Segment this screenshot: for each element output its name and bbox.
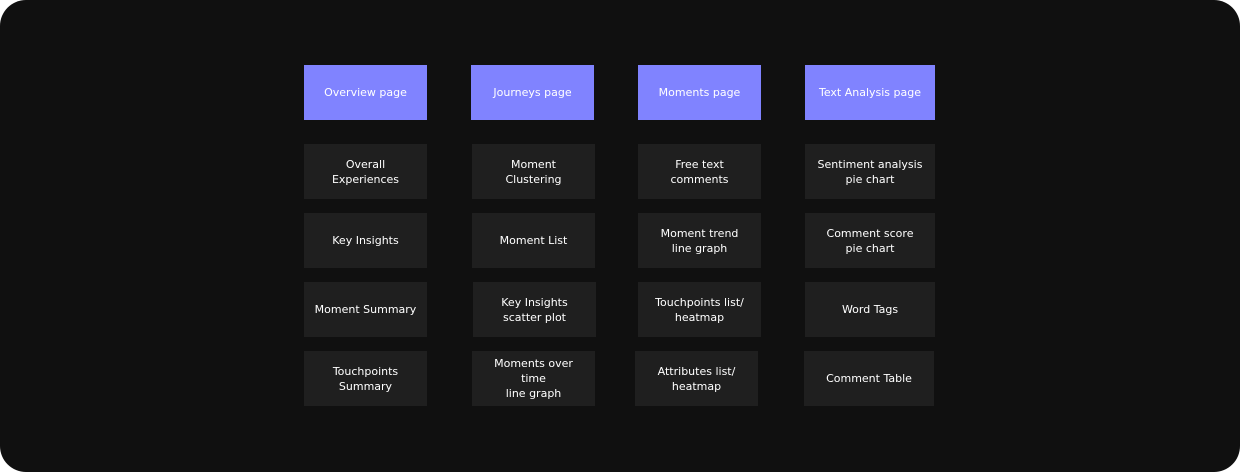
moment-clustering-box: Moment Clustering [472,144,595,199]
moment-list-box: Moment List [472,213,595,268]
moment-trend-box: Moment trend line graph [638,213,761,268]
overall-experiences-box: Overall Experiences [304,144,427,199]
key-insights-scatter-plot-box: Key Insights scatter plot [473,282,596,337]
free-text-comments-box: Free text comments [638,144,761,199]
touchpoints-summary-box: Touchpoints Summary [304,351,427,406]
text-analysis-page-header: Text Analysis page [805,65,935,120]
journeys-page-header: Journeys page [471,65,594,120]
touchpoints-list-box: Touchpoints list/ heatmap [638,282,761,337]
moments-over-time-box: Moments over time line graph [472,351,595,406]
comment-score-box: Comment score pie chart [805,213,935,268]
moment-summary-box: Moment Summary [304,282,427,337]
comment-table-box: Comment Table [804,351,934,406]
overview-page-header: Overview page [304,65,427,120]
sentiment-analysis-box: Sentiment analysis pie chart [805,144,935,199]
key-insights-box: Key Insights [304,213,427,268]
word-tags-box: Word Tags [805,282,935,337]
moments-page-header: Moments page [638,65,761,120]
attributes-list-box: Attributes list/ heatmap [635,351,758,406]
